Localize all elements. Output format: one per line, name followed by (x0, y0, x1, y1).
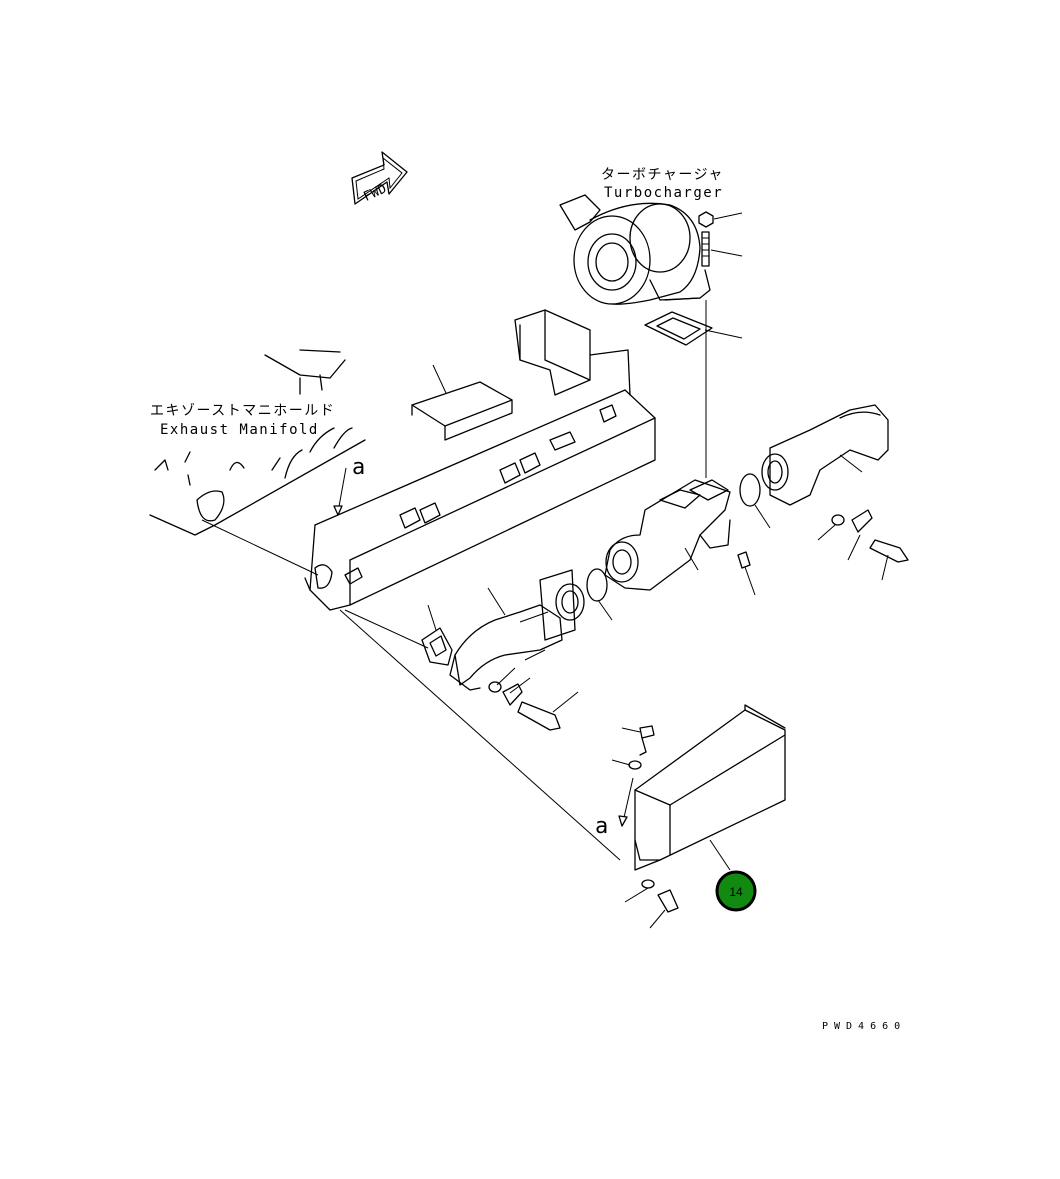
callout-14[interactable]: 14 (715, 870, 757, 912)
bolt-washer-set-left (488, 667, 579, 731)
flange-gasket-left (421, 604, 453, 666)
ref-a-upper: a (352, 455, 365, 480)
turbocharger-label-en: Turbocharger (604, 185, 723, 201)
snap-ring-right (739, 473, 771, 529)
fwd-label: FWD (361, 181, 389, 205)
snap-ring-middle (586, 568, 613, 621)
manifold-section-center (604, 479, 731, 591)
drawing-code: PWD4660 (822, 1021, 906, 1032)
heat-shield-panel (304, 309, 656, 611)
nut-and-stud (698, 211, 743, 267)
turbo-gasket (644, 311, 743, 346)
exhaust-manifold-label-en: Exhaust Manifold (160, 422, 319, 438)
turbocharger-label-jp: ターボチャージャ (601, 167, 724, 183)
bolt-cover-bottom (624, 879, 679, 929)
forward-arrow: FWD (351, 151, 408, 205)
exhaust-manifold-label-jp: エキゾーストマニホールド (150, 403, 335, 419)
manifold-section-left (449, 569, 585, 691)
manifold-section-right (761, 404, 889, 506)
bolt-cover-top (611, 725, 655, 770)
bolt-center (737, 551, 756, 596)
ref-a-lower: a (595, 814, 608, 839)
bolt-washer-set-right (817, 509, 909, 581)
callout-14-number: 14 (729, 885, 743, 899)
lower-heat-cover (634, 704, 786, 871)
turbocharger (559, 194, 711, 305)
engine-outline (149, 349, 366, 536)
